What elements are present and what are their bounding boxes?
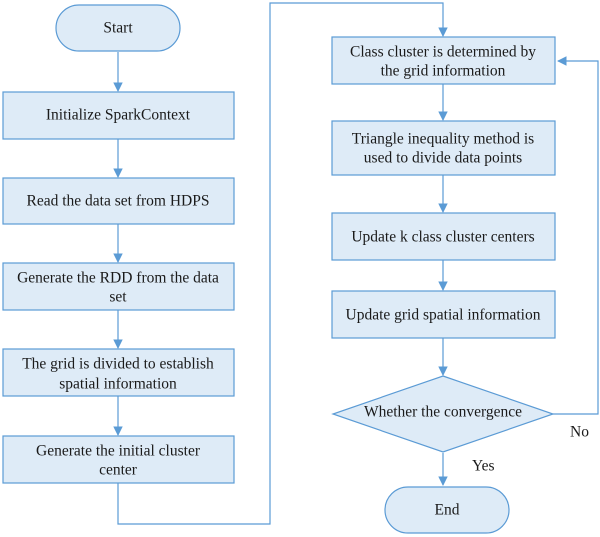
step-label-line1: Triangle inequality method is	[352, 131, 534, 148]
end-label: End	[435, 502, 460, 519]
step-triangle-inequality: Triangle inequality method is used to di…	[331, 120, 556, 176]
end-terminal: End	[384, 486, 510, 534]
step-update-grid-spatial: Update grid spatial information	[331, 290, 556, 339]
step-initial-cluster-center: Generate the initial cluster center	[2, 435, 235, 484]
step-label-line1: Class cluster is determined by	[350, 44, 536, 61]
step-label: Initialize SparkContext	[46, 107, 191, 124]
step-label-line2: center	[99, 462, 138, 479]
step-label-line2: spatial information	[59, 376, 177, 393]
arrow-center-to-classcluster	[117, 2, 448, 525]
step-label: Update grid spatial information	[346, 307, 541, 324]
yes-label: Yes	[472, 458, 495, 475]
step-label-line2: used to divide data points	[364, 150, 522, 167]
start-terminal: Start	[55, 4, 181, 52]
step-initialize-sparkcontext: Initialize SparkContext	[2, 91, 235, 140]
no-label: No	[570, 424, 589, 441]
step-label: Read the data set from HDPS	[27, 193, 210, 210]
step-class-cluster-determined: Class cluster is determined by the grid …	[331, 36, 556, 85]
step-grid-divided: The grid is divided to establish spatial…	[2, 348, 235, 397]
arrow-no-loop	[553, 56, 599, 415]
step-label-line1: Generate the initial cluster	[36, 443, 201, 460]
decision-label: Whether the convergence	[364, 404, 522, 421]
start-label: Start	[103, 20, 133, 37]
step-read-data-set: Read the data set from HDPS	[2, 177, 235, 225]
step-label: Update k class cluster centers	[351, 229, 534, 246]
step-generate-rdd: Generate the RDD from the data set	[2, 262, 235, 311]
step-label-line2: the grid information	[381, 63, 506, 80]
decision-convergence: Whether the convergence	[331, 375, 555, 453]
step-label-line1: The grid is divided to establish	[22, 356, 214, 373]
step-label-line2: set	[109, 289, 127, 306]
step-update-k-centers: Update k class cluster centers	[331, 212, 556, 261]
step-label-line1: Generate the RDD from the data	[17, 270, 219, 287]
